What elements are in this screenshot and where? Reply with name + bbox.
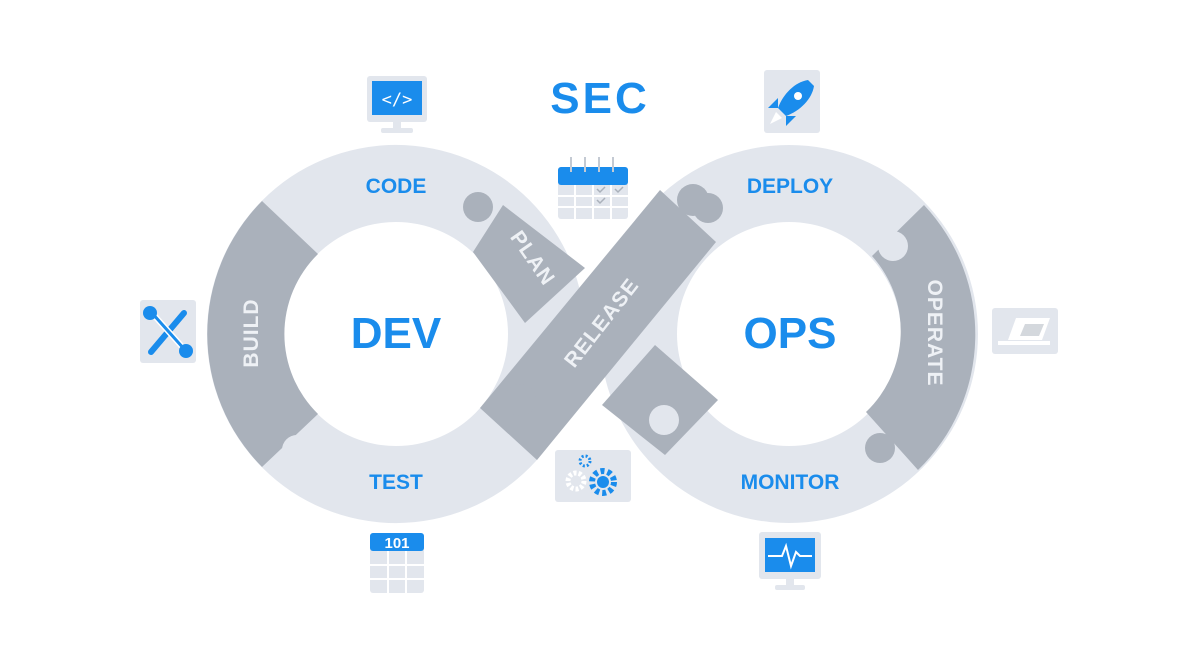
stage-test-label: TEST xyxy=(369,471,423,494)
heartbeat-monitor-icon xyxy=(759,532,821,590)
svg-text:</>: </> xyxy=(382,90,413,110)
sec-label: SEC xyxy=(550,74,649,123)
laptop-icon xyxy=(992,308,1058,354)
release-segment xyxy=(480,190,716,460)
gears-icon xyxy=(555,450,631,502)
stage-code-label: CODE xyxy=(366,175,427,198)
stage-build-label: BUILD xyxy=(240,298,263,367)
puzzle-knob xyxy=(677,184,709,216)
dev-loop xyxy=(206,144,585,524)
svg-text:101: 101 xyxy=(384,535,409,552)
release-band xyxy=(480,184,716,460)
stage-monitor-label: MONITOR xyxy=(741,471,840,494)
puzzle-knob xyxy=(267,243,297,273)
wrench-screwdriver-icon xyxy=(140,300,196,363)
puzzle-knob xyxy=(649,405,679,435)
puzzle-knob xyxy=(865,433,895,463)
rocket-icon xyxy=(764,70,820,133)
dev-label: DEV xyxy=(351,309,442,358)
stage-deploy-label: DEPLOY xyxy=(747,175,833,198)
calendar-icon xyxy=(558,157,628,219)
puzzle-knob xyxy=(504,384,536,416)
puzzle-knob xyxy=(282,435,312,465)
ops-label: OPS xyxy=(744,309,837,358)
binary-table-icon: 101 xyxy=(370,533,424,593)
monitor-connector-segment xyxy=(602,345,718,455)
operate-segment xyxy=(866,205,976,470)
puzzle-knob xyxy=(878,231,908,261)
code-monitor-icon: </> xyxy=(367,76,427,133)
plan-segment xyxy=(473,205,585,323)
stage-operate-label: OPERATE xyxy=(923,280,946,387)
puzzle-knob xyxy=(463,192,493,222)
